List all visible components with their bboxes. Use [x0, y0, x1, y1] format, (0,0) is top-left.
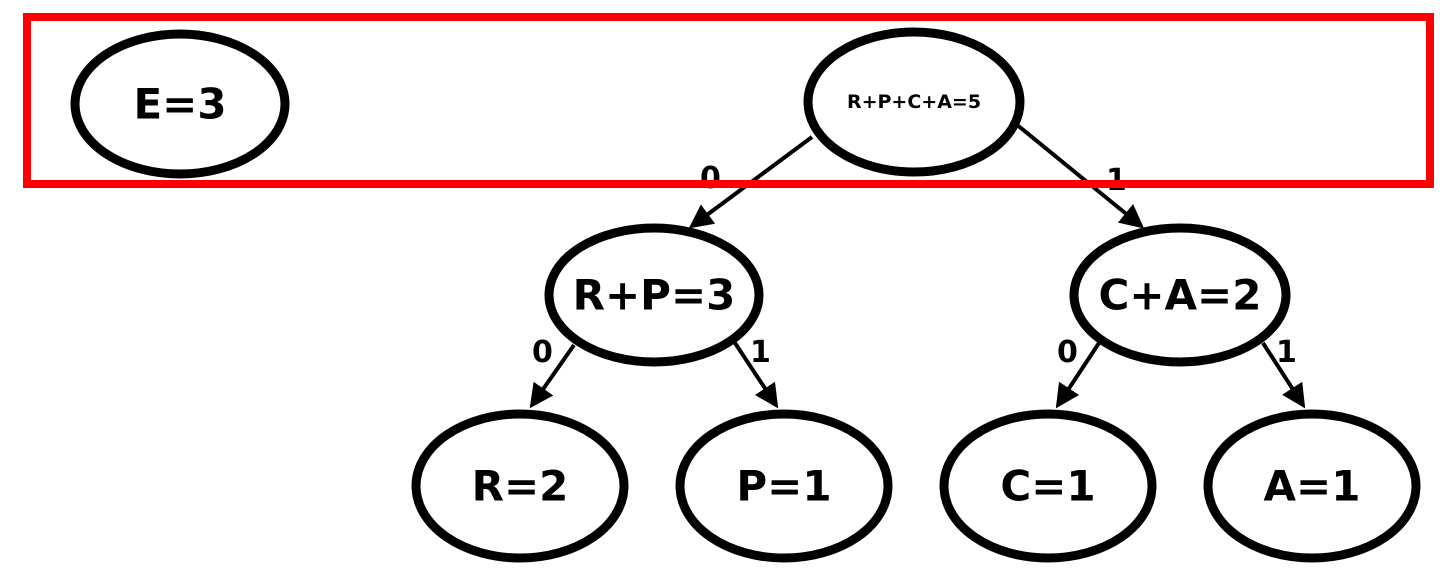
- node-p: P=1: [675, 409, 893, 563]
- node-root-ellipse: [803, 27, 1025, 177]
- edge-label-ca-c: 0: [1057, 335, 1078, 370]
- node-rp-label: R+P=3: [573, 271, 736, 320]
- edge-label-ca-a: 1: [1276, 335, 1297, 370]
- node-c-label: C=1: [1000, 462, 1095, 511]
- node-p-label: P=1: [736, 462, 831, 511]
- edge-rp-to-p: [733, 341, 779, 409]
- node-c-ellipse: [939, 409, 1157, 563]
- node-root: R+P+C+A=5: [803, 27, 1025, 177]
- edge-label-root-rp: 0: [700, 161, 721, 196]
- node-root-label: R+P+C+A=5: [847, 91, 981, 113]
- edge-label-rp-r: 0: [532, 335, 553, 370]
- node-e: E=3: [70, 29, 290, 179]
- node-c: C=1: [939, 409, 1157, 563]
- node-e-ellipse: [70, 29, 290, 179]
- edge-labels-group: 0 1 0 1 0 1: [532, 161, 1297, 370]
- edge-root-to-ca: [1014, 122, 1145, 229]
- node-r-label: R=2: [472, 462, 569, 511]
- node-ca: C+A=2: [1069, 223, 1291, 367]
- node-a-ellipse: [1203, 409, 1421, 563]
- edge-ca-to-c: [1055, 341, 1101, 409]
- node-r: R=2: [411, 409, 629, 563]
- node-a: A=1: [1203, 409, 1421, 563]
- node-p-ellipse: [675, 409, 893, 563]
- node-ca-ellipse: [1069, 223, 1291, 367]
- highlight-rectangle: [23, 13, 1434, 188]
- edge-rp-to-r: [529, 343, 576, 409]
- node-ca-label: C+A=2: [1099, 271, 1262, 320]
- node-rp: R+P=3: [544, 223, 764, 367]
- node-r-ellipse: [411, 409, 629, 563]
- node-e-label: E=3: [133, 80, 226, 129]
- node-a-label: A=1: [1264, 462, 1361, 511]
- edge-label-rp-p: 1: [750, 335, 771, 370]
- node-rp-ellipse: [544, 223, 764, 367]
- edge-ca-to-a: [1261, 341, 1306, 409]
